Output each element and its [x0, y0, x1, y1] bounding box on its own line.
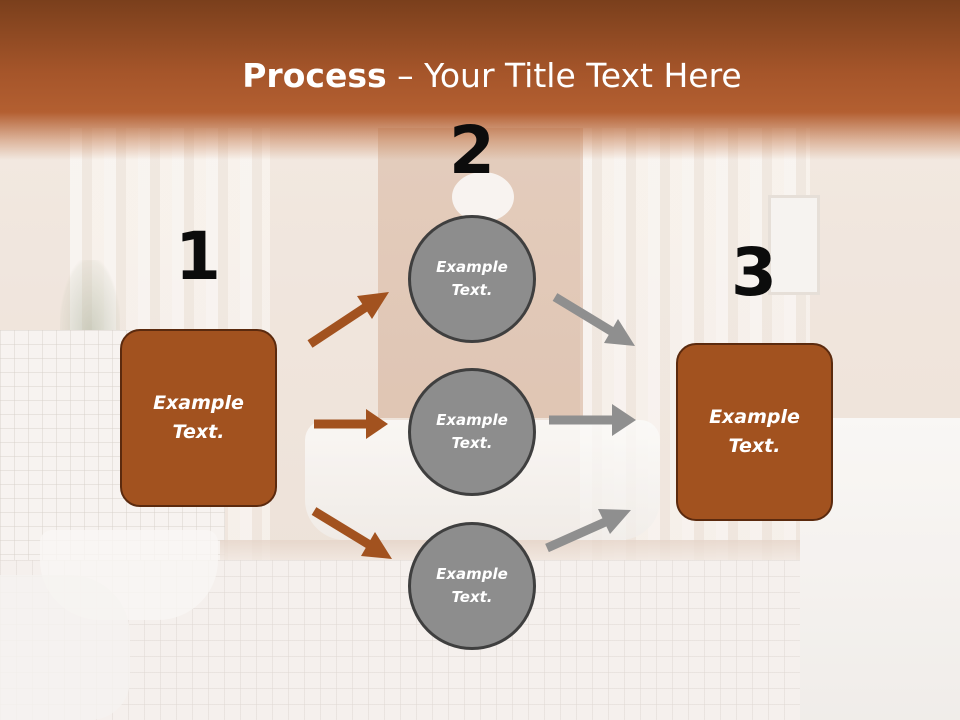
circle-middle-text: Example Text. [422, 409, 522, 455]
slide-title[interactable]: Process – Your Title Text Here [0, 56, 960, 96]
step-number-2[interactable]: 2 [449, 112, 495, 189]
circle-bottom-line1: Example [436, 565, 508, 583]
step-box-3-text: Example Text. [685, 403, 825, 461]
picture-frame [768, 195, 820, 295]
step-box-1[interactable]: Example Text. [120, 329, 277, 507]
step-box-3[interactable]: Example Text. [676, 343, 833, 521]
step-number-3[interactable]: 3 [731, 234, 777, 311]
circle-middle-line1: Example [436, 411, 508, 429]
circle-top[interactable]: Example Text. [408, 215, 536, 343]
plant [60, 260, 120, 335]
circle-bottom-text: Example Text. [422, 563, 522, 609]
step-box-3-line2: Text. [728, 435, 781, 457]
title-rest: – Your Title Text Here [386, 56, 742, 95]
circle-bottom[interactable]: Example Text. [408, 522, 536, 650]
step-box-1-line1: Example [153, 392, 244, 414]
step-number-1[interactable]: 1 [175, 218, 221, 295]
step-box-1-line2: Text. [172, 421, 225, 443]
circle-top-line2: Text. [451, 281, 493, 299]
circle-top-line1: Example [436, 258, 508, 276]
circle-middle-line2: Text. [451, 434, 493, 452]
circle-top-text: Example Text. [422, 256, 522, 302]
circle-middle[interactable]: Example Text. [408, 368, 536, 496]
toilet [0, 575, 130, 720]
step-box-1-text: Example Text. [129, 389, 269, 447]
step-box-3-line1: Example [709, 406, 800, 428]
title-band [0, 0, 960, 160]
title-bold: Process [242, 56, 387, 95]
circle-bottom-line2: Text. [451, 588, 493, 606]
wall-lamp [452, 172, 514, 222]
